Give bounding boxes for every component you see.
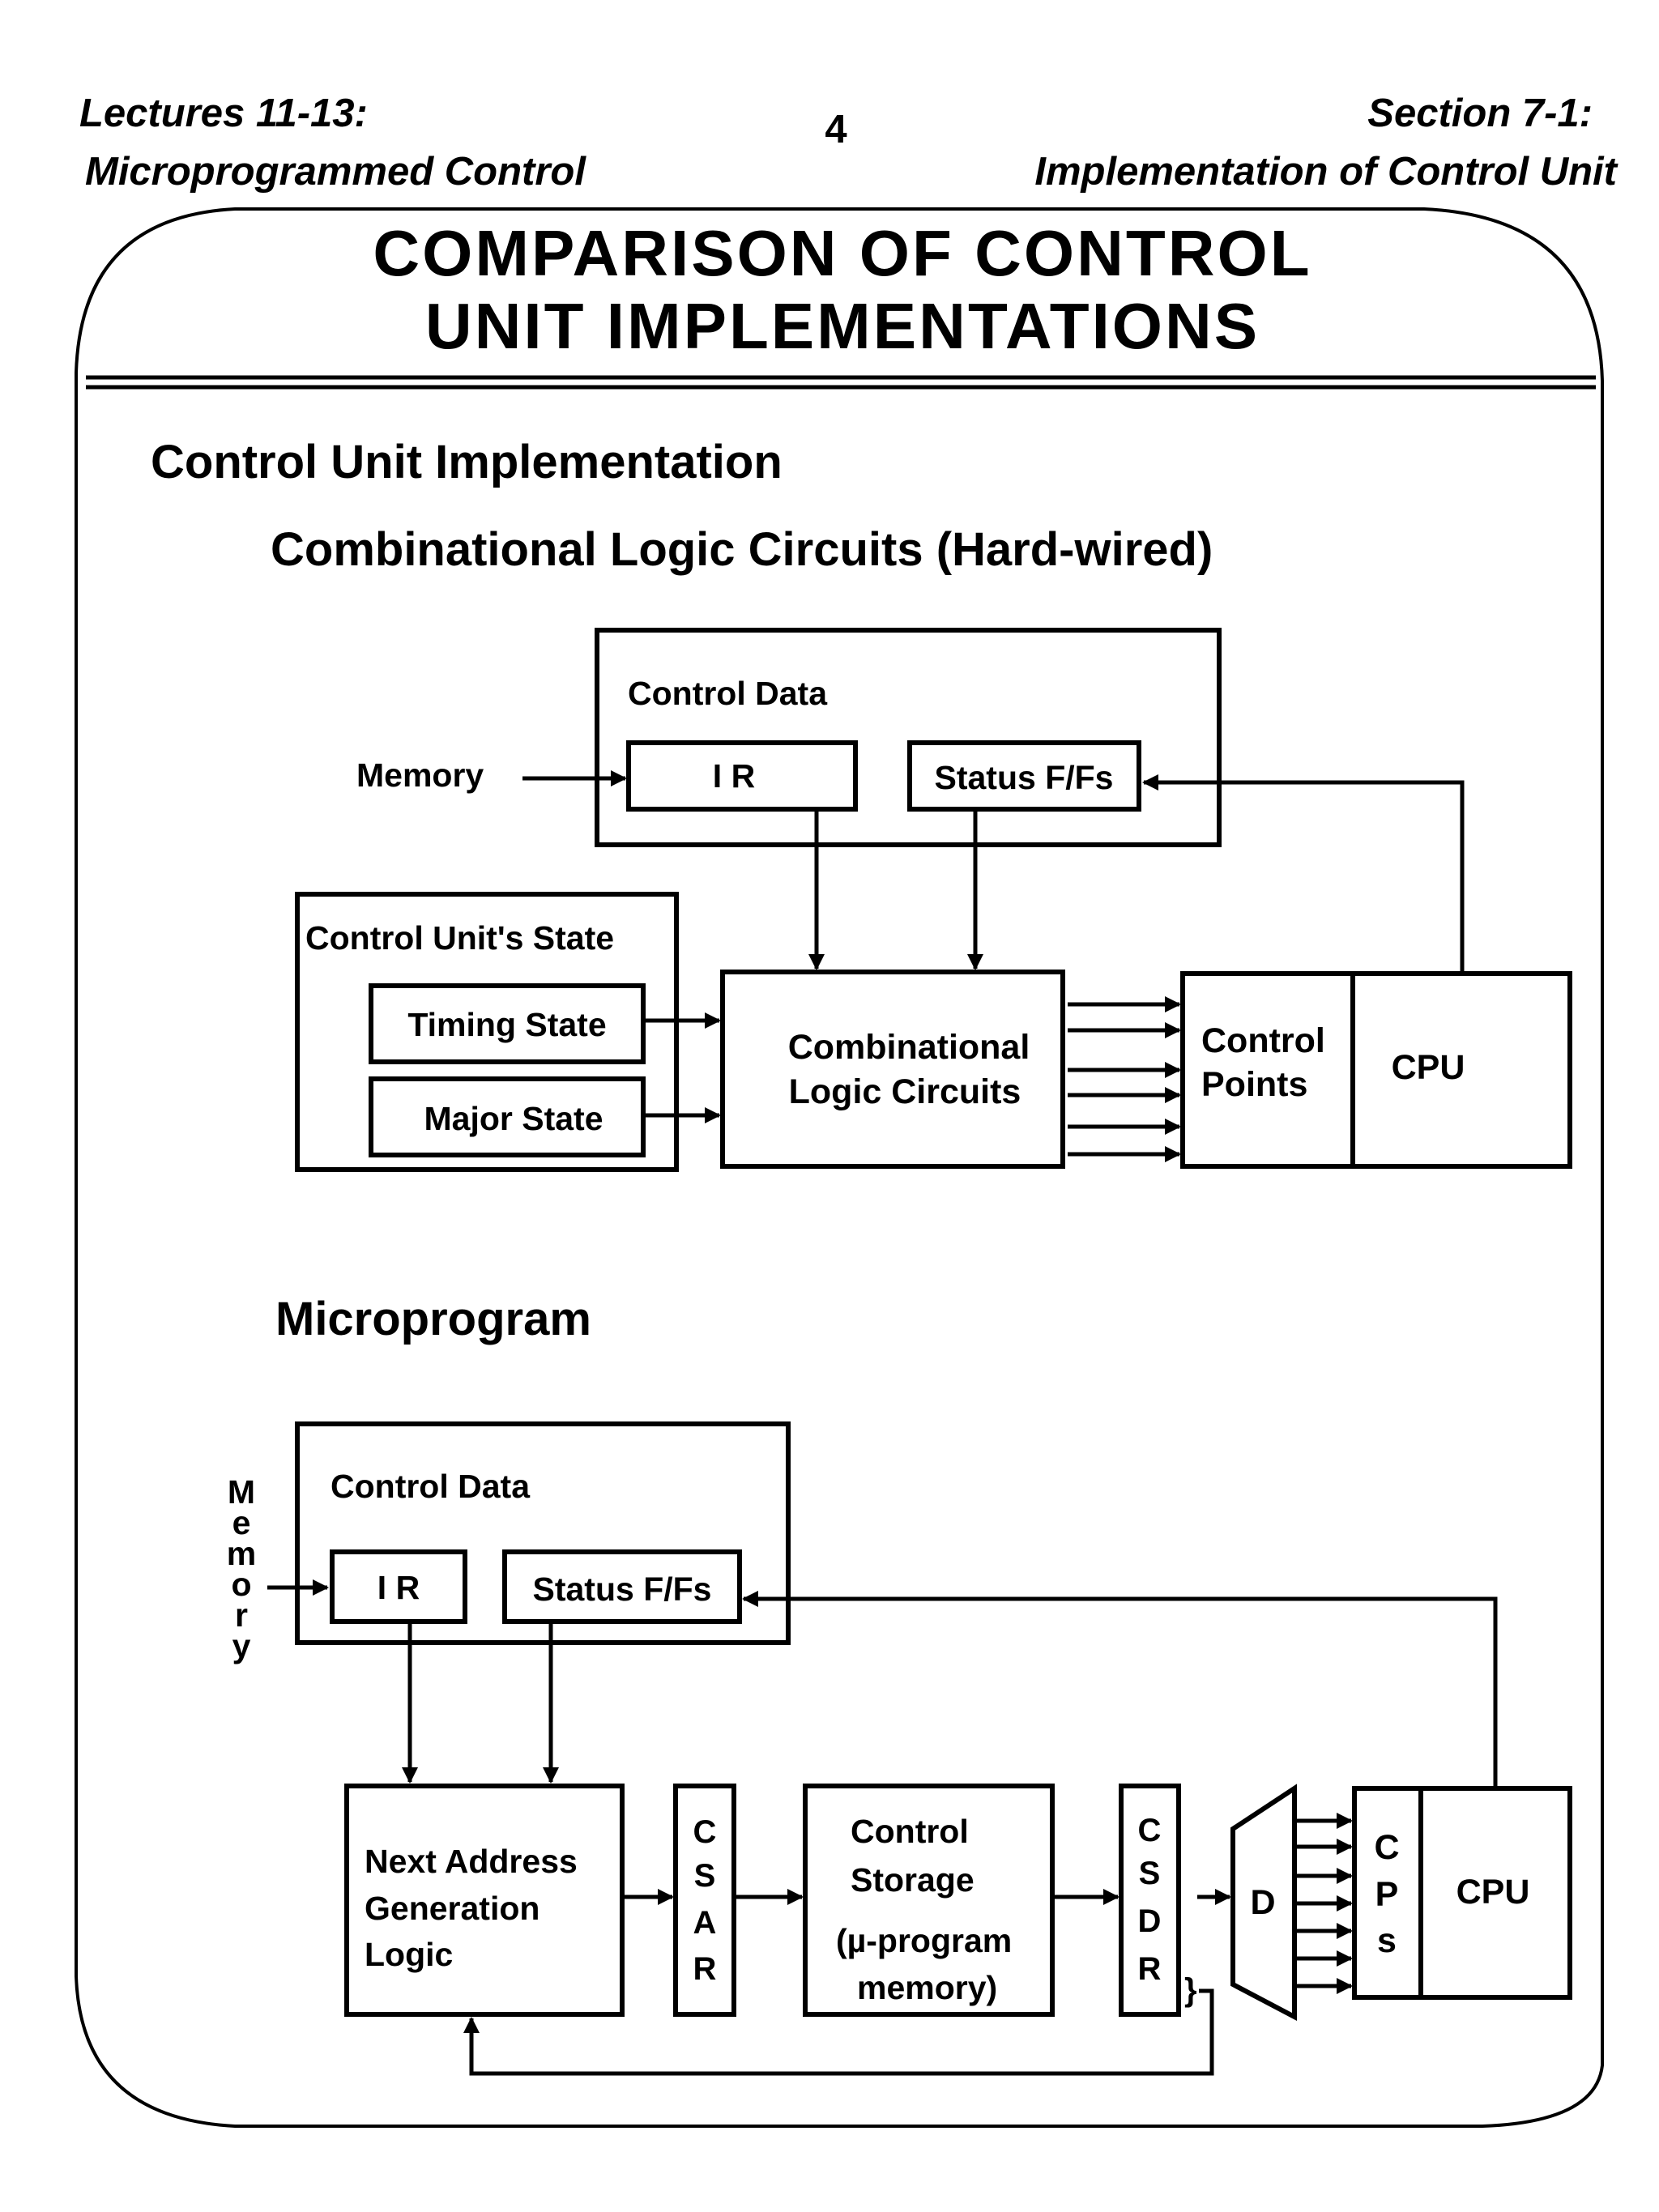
mp-nagl-line2: Generation [365,1890,539,1927]
slide-title-line1: COMPARISON OF CONTROL [373,217,1311,289]
mp-cs-line2: Storage [851,1861,975,1899]
mp-csar-letter: S [694,1858,716,1894]
slide-frame [75,207,1604,2128]
mp-nagl-box [344,1784,625,2017]
mp-csar-label: C S A R [693,1814,717,1987]
mp-memory-letter: y [232,1627,251,1664]
hw-control-signal-arrows [1068,996,1181,1162]
mp-cpu-label: CPU [1456,1873,1530,1912]
mp-memory-letter: m [227,1535,256,1572]
mp-csdr-letter: R [1138,1951,1162,1987]
mp-cpu-feedback-arrow [742,1591,1498,1788]
mp-memory-letter: r [235,1596,248,1634]
hw-ir-label: I R [713,757,755,795]
mp-memory-label: M e m o r y [227,1473,256,1664]
mp-cs-line3: (µ-program [836,1922,1012,1959]
microprogram-diagram: M e m o r y Control Data I R Status F/Fs… [227,1421,1572,2076]
mp-ir-box [330,1549,467,1624]
mp-cps-letter: C [1374,1828,1399,1867]
mp-cs-line1: Control [851,1813,969,1850]
header-right-line1: Section 7-1: [1367,92,1593,135]
mp-control-storage-box [803,1784,1055,2017]
hw-clc-label-line2: Logic Circuits [789,1072,1021,1111]
hw-control-data-box [595,628,1222,847]
mp-memory-letter: o [231,1566,251,1603]
hw-control-data-label: Control Data [628,675,828,712]
mp-decoder-output-arrows [1294,1813,1353,1994]
page-header: Lectures 11-13: Microprogrammed Control … [79,92,1618,194]
mp-cs-line4: memory) [857,1969,997,2006]
mp-csar-letter: R [693,1951,717,1987]
hw-cpu-feedback-arrow [1142,774,1465,974]
mp-memory-letter: M [228,1473,255,1511]
hw-timing-state-box [369,983,646,1064]
hw-clc-label-line1: Combinational [788,1028,1030,1067]
hw-status-box [907,740,1141,812]
mp-csdr-letter: S [1139,1856,1161,1891]
hardwired-diagram: Control Data I R Status F/Fs Memory Cont… [295,628,1572,1172]
slide-title-line2: UNIT IMPLEMENTATIONS [425,290,1260,362]
mp-decoder-label: D [1250,1883,1275,1922]
mp-csdr-box [1119,1784,1181,2017]
hw-timing-state-label: Timing State [407,1006,606,1043]
hw-memory-label: Memory [356,757,484,794]
mp-ir-label: I R [377,1569,420,1606]
page-number: 4 [825,108,847,151]
hw-status-label: Status F/Fs [935,759,1114,796]
section-heading: Control Unit Implementation [151,436,783,488]
mp-control-data-label: Control Data [331,1468,531,1505]
hw-control-points-line1: Control [1201,1021,1325,1060]
mp-csar-letter: A [693,1905,717,1941]
hw-major-state-label: Major State [424,1100,603,1137]
mp-csar-box [673,1784,736,2017]
hw-cu-state-box [295,892,679,1172]
header-right-line2: Implementation of Control Unit [1034,150,1618,194]
header-left-line1: Lectures 11-13: [79,92,368,135]
mp-decoder-shape [1230,1784,1297,2021]
hw-clc-box [720,970,1065,1169]
mp-csdr-label: C S D R [1138,1813,1162,1987]
mp-memory-letter: e [232,1504,251,1541]
hw-ir-box [626,740,858,812]
mp-csar-letter: C [693,1814,717,1850]
mp-csdr-brace: } [1184,1972,1197,2008]
mp-cps-label: C P s [1374,1828,1399,1960]
mp-csdr-letter: D [1138,1903,1162,1939]
mp-nagl-line3: Logic [365,1936,453,1973]
hw-cu-state-label: Control Unit's State [305,919,614,957]
hardwired-heading: Combinational Logic Circuits (Hard-wired… [271,523,1213,576]
microprogram-heading: Microprogram [275,1293,591,1345]
mp-status-box [502,1549,742,1624]
mp-control-data-box [295,1421,791,1645]
mp-cps-letter: s [1377,1921,1397,1960]
mp-status-label: Status F/Fs [533,1571,712,1608]
hw-cpu-label: CPU [1392,1048,1465,1087]
mp-csdr-loopback-arrow [463,1988,1214,2076]
header-left-line2: Microprogrammed Control [85,150,586,194]
hw-control-points-line2: Points [1201,1065,1307,1104]
mp-cps-letter: P [1375,1875,1399,1914]
mp-nagl-line1: Next Address [365,1843,578,1880]
mp-csdr-letter: C [1138,1813,1162,1848]
